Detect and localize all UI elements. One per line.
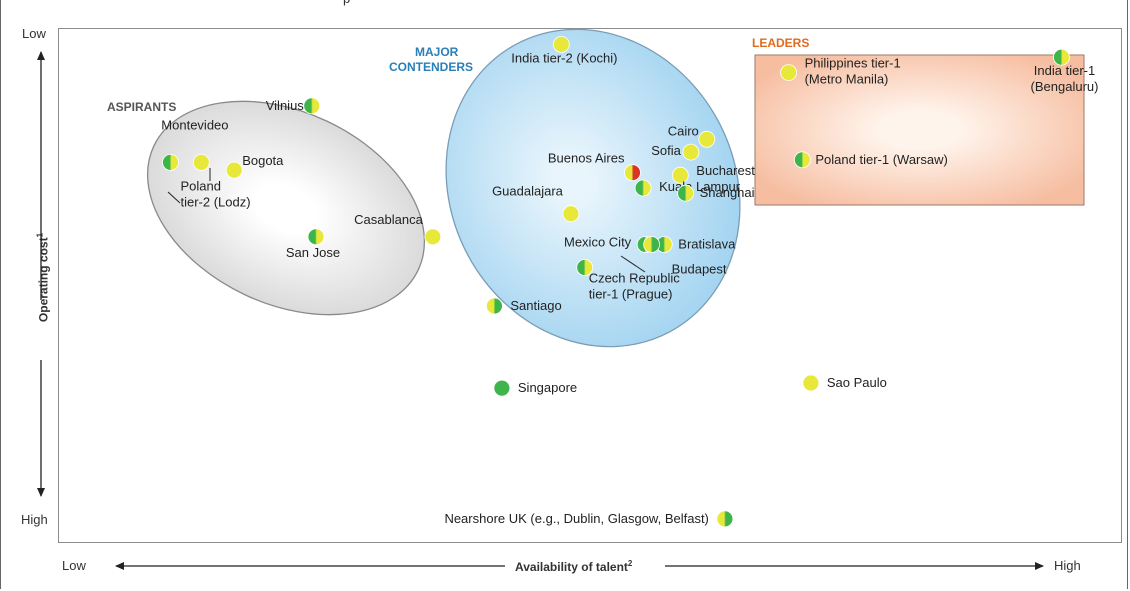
data-point xyxy=(562,205,580,223)
data-point-label-line: Sao Paulo xyxy=(827,375,887,390)
data-point xyxy=(162,153,179,171)
data-point-label: Buenos Aires xyxy=(548,151,625,166)
data-point xyxy=(493,379,511,397)
data-point-label: Montevideo xyxy=(161,117,228,132)
major-contenders-region xyxy=(445,28,741,348)
data-point-label: Bratislava xyxy=(678,237,736,252)
data-point-label: Casablanca xyxy=(354,212,423,227)
data-point-label: Cairo xyxy=(668,123,699,138)
x-axis-title-text: Availability of talent xyxy=(515,560,628,574)
data-point-label: Bucharest xyxy=(696,163,755,178)
data-point xyxy=(624,164,641,182)
data-point-label: India tier-1(Bengaluru) xyxy=(1031,63,1099,94)
data-point-label-line: Casablanca xyxy=(354,212,423,227)
data-point xyxy=(1053,48,1070,66)
data-point-label-line: Montevideo xyxy=(161,117,228,132)
data-point-label: Budapest xyxy=(672,262,727,277)
data-point xyxy=(576,259,594,276)
data-point-label-line: Guadalajara xyxy=(492,184,564,199)
data-point-label-line: Budapest xyxy=(672,262,727,277)
data-point-label-line: Poland tier-1 (Warsaw) xyxy=(815,152,947,167)
data-point-label: Sao Paulo xyxy=(827,375,887,390)
legend-fragment-label: p xyxy=(343,0,350,6)
data-point-label-line: Bogota xyxy=(242,153,284,168)
data-point-label-line: Cairo xyxy=(668,123,699,138)
data-point xyxy=(192,153,210,171)
group-title-major-line1: MAJOR xyxy=(415,45,459,59)
group-title-major: MAJOR CONTENDERS xyxy=(389,45,473,74)
group-title-major-line2: CONTENDERS xyxy=(389,60,473,74)
data-point-label-line: San Jose xyxy=(286,245,340,260)
data-point xyxy=(780,64,797,81)
leaders-region xyxy=(754,54,1085,206)
data-point-label-line: Mexico City xyxy=(564,235,632,250)
data-point xyxy=(424,228,442,246)
data-point-label: Philippines tier-1(Metro Manila) xyxy=(805,56,901,87)
data-point xyxy=(802,374,820,392)
data-point-label: Sofia xyxy=(651,143,681,158)
data-point-label: Poland tier-1 (Warsaw) xyxy=(815,152,947,167)
data-point-label: Shanghai xyxy=(700,185,755,200)
data-point xyxy=(485,297,503,315)
plot-area-border xyxy=(58,28,1122,543)
data-point xyxy=(552,36,570,53)
data-point xyxy=(682,143,700,161)
data-point-label-line: Czech Republic xyxy=(589,271,681,286)
data-point-label-line: (Bengaluru) xyxy=(1031,79,1099,94)
data-point-label-line: Bratislava xyxy=(678,237,736,252)
data-point xyxy=(677,184,694,202)
data-point-label: Santiago xyxy=(510,298,561,313)
y-axis-low-label: Low xyxy=(22,26,46,41)
data-point-label-line: Santiago xyxy=(510,298,561,313)
data-point-label: Singapore xyxy=(518,380,577,395)
data-point-label: Vilnius xyxy=(266,98,305,113)
data-point xyxy=(716,510,734,528)
x-axis-title-sup: 2 xyxy=(627,559,633,568)
group-title-aspirants: ASPIRANTS xyxy=(107,100,176,114)
data-point xyxy=(671,166,689,184)
data-point xyxy=(307,228,325,246)
data-point xyxy=(698,130,716,148)
data-point-label-line: Sofia xyxy=(651,143,681,158)
data-point-label-line: Nearshore UK (e.g., Dublin, Glasgow, Bel… xyxy=(444,511,708,526)
data-point-label: Mexico City xyxy=(564,235,632,250)
data-point-label-line: tier-1 (Prague) xyxy=(589,287,673,302)
points-layer: India tier-2 (Kochi) VilniusMontevideoBog… xyxy=(161,36,1099,528)
data-point-label-line: (Metro Manila) xyxy=(805,72,889,87)
data-point-label-line: Bucharest xyxy=(696,163,755,178)
y-axis-high-label: High xyxy=(21,512,48,527)
x-axis-low-label: Low xyxy=(62,558,86,573)
group-title-leaders: LEADERS xyxy=(752,36,809,50)
data-point-label-line: Buenos Aires xyxy=(548,151,625,166)
x-axis-high-label: High xyxy=(1054,558,1081,573)
data-point-label-line: Vilnius xyxy=(266,98,305,113)
data-point-label: Nearshore UK (e.g., Dublin, Glasgow, Bel… xyxy=(444,511,708,526)
data-point-label-line: Philippines tier-1 xyxy=(805,56,901,71)
data-point xyxy=(303,97,321,115)
aspirants-region xyxy=(146,100,426,316)
data-point xyxy=(634,179,652,197)
leader-line-lodz xyxy=(167,191,181,204)
data-point-label-line: tier-2 (Lodz) xyxy=(181,194,251,209)
data-point-label: India tier-2 (Kochi) xyxy=(511,50,617,65)
data-point-label-line: India tier-1 xyxy=(1034,63,1095,78)
leader-line-budapest xyxy=(620,255,646,273)
data-point xyxy=(225,161,243,179)
data-point-label-line: India tier-2 (Kochi) xyxy=(511,50,617,65)
data-point-label: Bogota xyxy=(242,153,284,168)
data-point xyxy=(794,151,811,169)
data-point-label: San Jose xyxy=(286,245,340,260)
data-point-label-line: Shanghai xyxy=(700,185,755,200)
data-point-label-line: Poland xyxy=(181,178,221,193)
data-point-label: Guadalajara xyxy=(492,184,564,199)
x-axis-title: Availability of talent2 xyxy=(515,559,632,574)
data-point-label-line: Singapore xyxy=(518,380,577,395)
data-point xyxy=(643,236,660,253)
